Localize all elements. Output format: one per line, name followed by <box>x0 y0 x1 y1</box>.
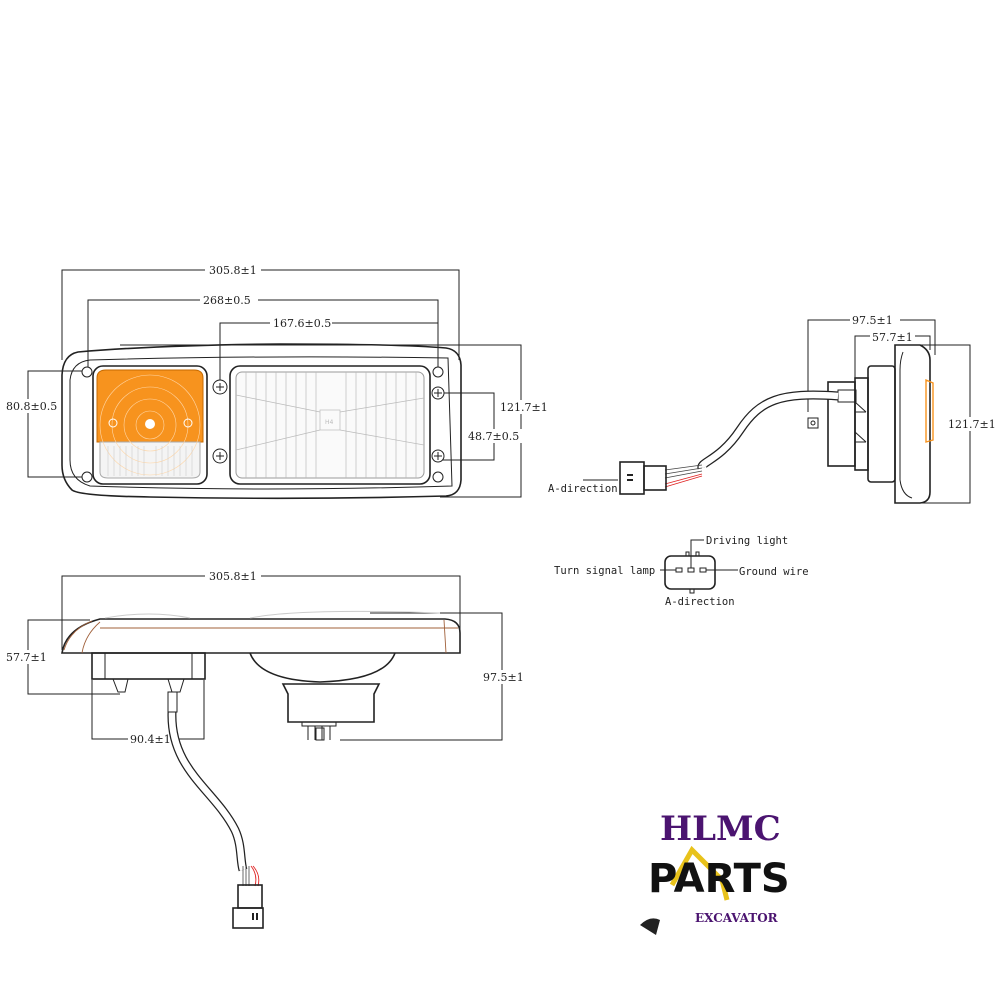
dim-overall-height: 121.7±1 <box>500 401 548 414</box>
logo-hlmc: HLMC <box>660 809 781 849</box>
side-lens-frame <box>894 344 931 504</box>
connector-pinout: Driving light Turn signal lamp Ground wi… <box>554 535 809 608</box>
label-turn-signal: Turn signal lamp <box>554 565 655 577</box>
dim-headlight-mount-width: 167.6±0.5 <box>273 317 331 330</box>
headlight-dome <box>249 652 396 683</box>
dim-overall-width: 305.8±1 <box>209 264 257 277</box>
lamp-body-outline <box>61 343 462 500</box>
dim-side-overall-depth: 97.5±1 <box>852 314 893 327</box>
dim-top-housing-depth: 57.7±1 <box>6 651 47 664</box>
excavator-arm-icon <box>669 845 730 901</box>
headlight-housing <box>229 365 431 485</box>
label-ground-wire: Ground wire <box>739 566 809 578</box>
bottom-connector-body <box>237 884 263 909</box>
side-connector-plug <box>619 461 645 495</box>
side-housing <box>867 365 896 483</box>
dim-left-height: 80.8±0.5 <box>6 400 57 413</box>
logo-excavator: EXCAVATOR <box>695 911 779 925</box>
bottom-connector-plug <box>232 907 264 929</box>
side-direction-label: A-direction <box>548 483 618 495</box>
headlight-lens <box>235 371 425 479</box>
dim-mount-width: 268±0.5 <box>203 294 251 307</box>
label-a-direction: A-direction <box>665 596 735 608</box>
red-wire <box>664 473 703 488</box>
pin-ground <box>699 567 707 573</box>
logo-parts: PARTS <box>648 856 790 902</box>
watermark-logo: HLMC PARTS EXCAVATOR <box>640 809 790 935</box>
excavator-bucket-icon <box>640 918 660 935</box>
dim-top-overall-width: 305.8±1 <box>209 570 257 583</box>
front-view: 305.8±1 268±0.5 167.6±0.5 80.8±0.5 121.7… <box>4 263 548 500</box>
mounting-screws <box>81 366 445 483</box>
pin-turn-signal <box>675 567 683 573</box>
side-connector-body <box>643 465 667 491</box>
top-body <box>61 618 461 654</box>
top-view: 305.8±1 57.7±1 97.5±1 90.4±1 <box>4 569 526 929</box>
lens-marking: H4 <box>325 419 334 426</box>
turn-signal-lens-amber <box>96 369 204 443</box>
headlight-base <box>281 683 381 723</box>
pin-driving-light <box>687 567 695 573</box>
turn-signal-housing <box>92 365 208 485</box>
label-driving-light: Driving light <box>706 535 788 547</box>
dim-side-height: 121.7±1 <box>948 418 996 431</box>
dim-side-housing-depth: 57.7±1 <box>872 331 913 344</box>
dim-top-overall-depth: 97.5±1 <box>483 671 524 684</box>
side-view: 97.5±1 57.7±1 121.7±1 A-direction <box>548 313 996 504</box>
dim-unit-width: 90.4±1 <box>130 733 171 746</box>
dim-screw-spacing: 48.7±0.5 <box>468 430 519 443</box>
top-rear-unit <box>91 652 206 680</box>
